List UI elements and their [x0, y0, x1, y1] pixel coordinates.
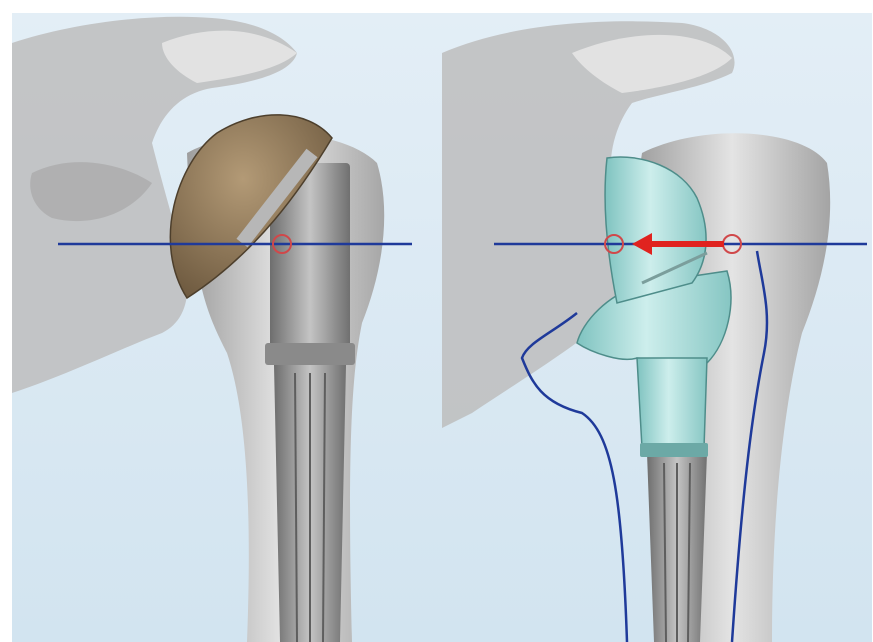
reverse-prosthesis-panel [442, 13, 872, 642]
reverse-prosthesis-xray [442, 13, 872, 642]
anatomical-prosthesis-xray [12, 13, 442, 642]
anatomical-prosthesis-panel [12, 13, 442, 642]
humeral-body [637, 358, 707, 448]
prosthesis-collar [265, 343, 355, 365]
humeral-collar [640, 443, 708, 457]
